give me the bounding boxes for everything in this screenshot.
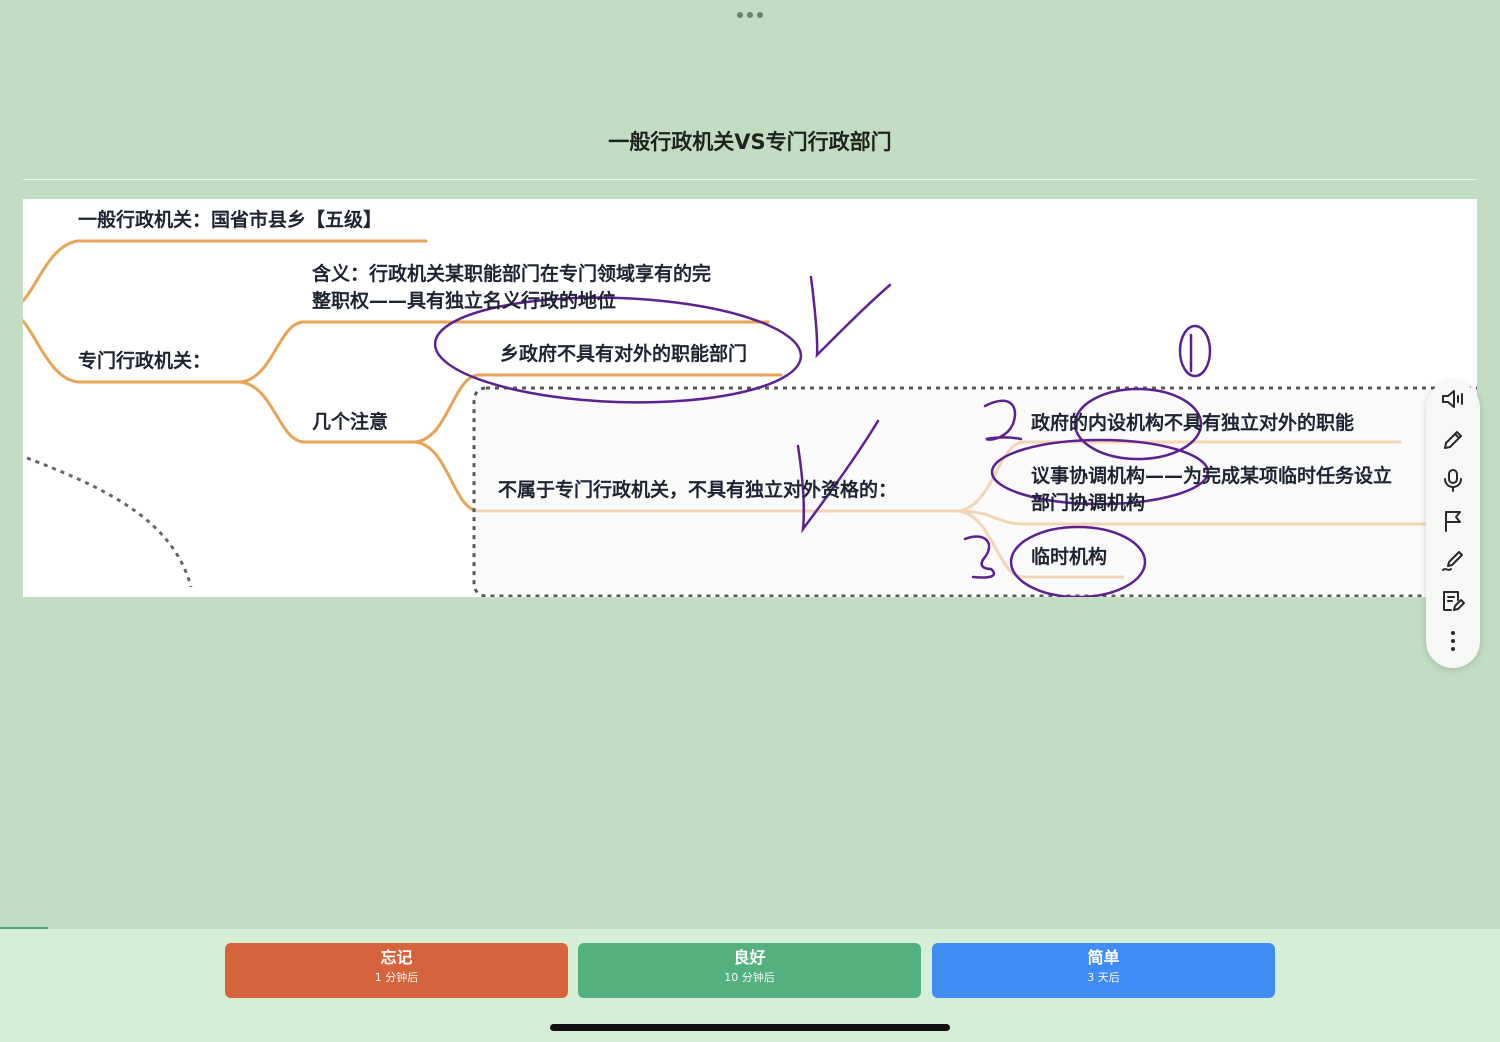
note-edit-icon[interactable] <box>1439 587 1467 615</box>
mm-node-internal: 政府的内设机构不具有独立对外的职能 <box>1031 412 1355 434</box>
mm-node-not-belong: 不属于专门行政机关，不具有独立对外资格的： <box>498 479 898 501</box>
more-handle-icon[interactable] <box>735 10 765 20</box>
again-label: 忘记 <box>380 948 413 967</box>
more-vertical-icon[interactable] <box>1439 627 1467 655</box>
home-indicator[interactable] <box>550 1024 950 1031</box>
mm-node-coord-line1: 议事协调机构——为完成某项临时任务设立 <box>1031 465 1393 487</box>
progress-indicator <box>0 927 48 929</box>
good-interval: 10 分钟后 <box>724 971 775 984</box>
mm-node-temp: 临时机构 <box>1031 546 1108 568</box>
side-toolbar <box>1426 381 1480 668</box>
mm-node-meaning-line1: 含义：行政机关某职能部门在专门领域享有的完 <box>312 263 712 285</box>
good-label: 良好 <box>733 948 766 967</box>
page-title: 一般行政机关VS专门行政部门 <box>608 130 892 154</box>
mm-node-notes: 几个注意 <box>312 411 389 433</box>
mm-node-special: 专门行政机关： <box>78 350 212 372</box>
mindmap-image: 一般行政机关：国省市县乡【五级】 专门行政机关： 含义：行政机关某职能部门在专门… <box>23 199 1477 597</box>
mm-node-township: 乡政府不具有对外的职能部门 <box>500 343 748 365</box>
easy-interval: 3 天后 <box>1087 971 1120 984</box>
easy-label: 简单 <box>1087 948 1120 967</box>
flag-icon[interactable] <box>1439 507 1467 535</box>
mm-node-coord-line2: 部门协调机构 <box>1031 492 1146 514</box>
pen-edit-icon[interactable] <box>1439 547 1467 575</box>
microphone-icon[interactable] <box>1439 466 1467 494</box>
again-button[interactable]: 忘记 1 分钟后 <box>225 943 568 998</box>
title-divider <box>23 179 1477 180</box>
good-button[interactable]: 良好 10 分钟后 <box>578 943 921 998</box>
pencil-icon[interactable] <box>1439 426 1467 454</box>
again-interval: 1 分钟后 <box>374 971 419 984</box>
mm-node-general: 一般行政机关：国省市县乡【五级】 <box>78 209 383 231</box>
speaker-icon[interactable] <box>1439 385 1467 413</box>
mindmap-branches <box>23 239 1477 597</box>
mm-node-meaning-line2: 整职权——具有独立名义行政的地位 <box>312 290 617 312</box>
easy-button[interactable]: 简单 3 天后 <box>932 943 1275 998</box>
